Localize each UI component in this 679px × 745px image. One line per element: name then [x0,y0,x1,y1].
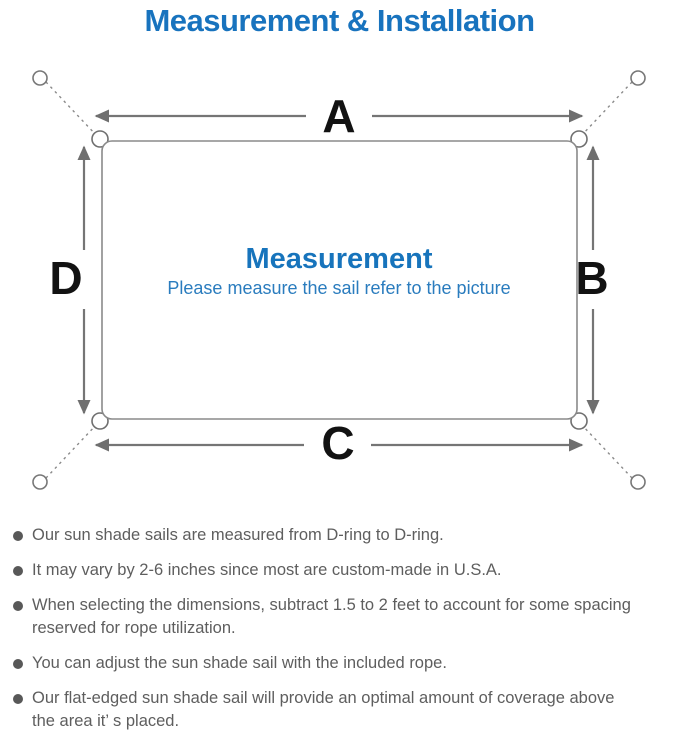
anchor-point-top-right-icon [630,70,646,86]
bullet-icon [13,694,23,704]
note-text: It may vary by 2-6 inches since most are… [32,561,502,579]
bullet-icon [13,659,23,669]
list-item: Our sun shade sails are measured from D-… [13,524,671,547]
note-text: Our sun shade sails are measured from D-… [32,526,444,544]
list-item: Our flat-edged sun shade sail will provi… [13,687,671,733]
anchor-point-top-left-icon [32,70,48,86]
list-item: When selecting the dimensions, subtract … [13,594,671,640]
note-text: When selecting the dimensions, subtract … [32,596,631,637]
dimension-label-b: B [575,252,608,304]
page-title: Measurement & Installation [144,3,535,38]
note-text: Our flat-edged sun shade sail will provi… [32,689,615,730]
rope-top-right-line [580,81,633,137]
anchor-point-bottom-left-icon [32,474,48,490]
dimension-label-a: A [322,90,355,142]
notes-list: Our sun shade sails are measured from D-… [13,524,671,745]
sail-measurement-diagram: A B C D Measurement Please measure the s… [0,48,679,518]
d-ring-bottom-right-icon [570,412,588,430]
bullet-icon [13,566,23,576]
diagram-center-heading: Measurement [246,243,433,275]
dimension-label-c: C [321,417,354,469]
rope-bottom-right-line [580,423,633,479]
dimension-label-d: D [49,252,82,304]
d-ring-bottom-left-icon [91,412,109,430]
diagram-center-subtitle: Please measure the sail refer to the pic… [167,278,510,298]
rope-bottom-left-line [45,423,98,479]
list-item: It may vary by 2-6 inches since most are… [13,559,671,582]
dimension-lines [77,109,600,452]
d-rings [91,130,588,430]
anchor-points [32,70,646,490]
d-ring-top-left-icon [91,130,109,148]
anchor-point-bottom-right-icon [630,474,646,490]
list-item: You can adjust the sun shade sail with t… [13,652,671,675]
d-ring-top-right-icon [570,130,588,148]
bullet-icon [13,531,23,541]
bullet-icon [13,601,23,611]
rope-top-left-line [45,81,98,137]
sail-outline [101,140,578,420]
note-text: You can adjust the sun shade sail with t… [32,654,447,672]
